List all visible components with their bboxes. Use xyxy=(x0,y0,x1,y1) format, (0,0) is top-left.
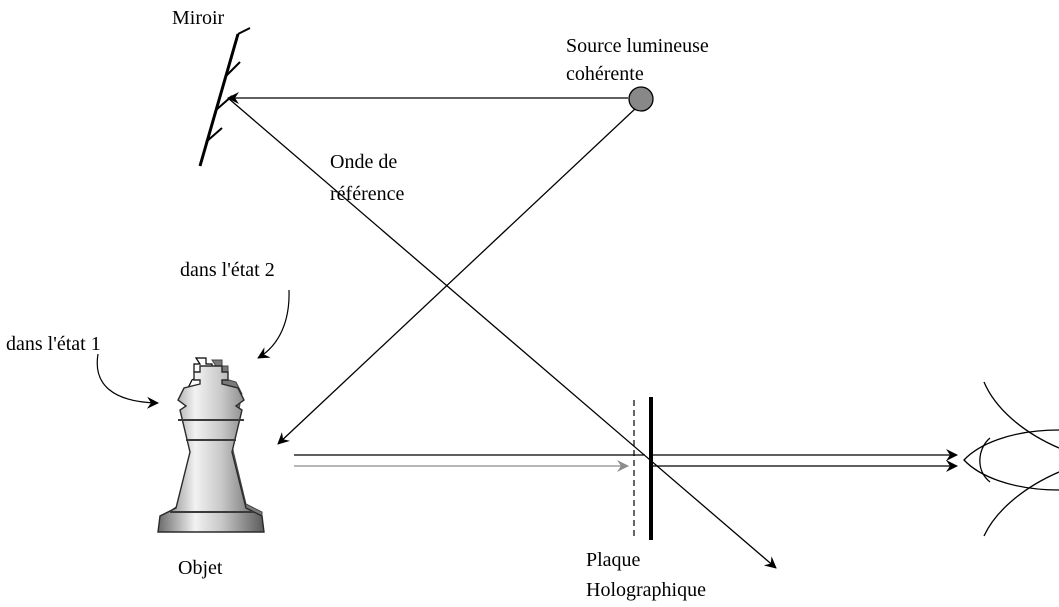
reference-wave-beam xyxy=(227,97,777,569)
object-label: Objet xyxy=(178,557,223,579)
source-label-line1: Source lumineuse xyxy=(566,35,709,57)
light-source-icon xyxy=(628,86,654,112)
state1-label: dans l'état 1 xyxy=(6,333,101,355)
reference-wave-label-line2: référence xyxy=(330,183,405,205)
source-label-line2: cohérente xyxy=(566,63,644,85)
state1-callout xyxy=(96,353,159,409)
state2-label: dans l'état 2 xyxy=(180,259,275,281)
eye-icon xyxy=(963,381,1059,537)
chess-king-icon xyxy=(157,357,265,533)
mirror-label: Miroir xyxy=(172,7,225,29)
beam-source-to-object xyxy=(277,107,637,445)
plate-label-line2: Holographique xyxy=(586,579,706,601)
reference-wave-label-line1: Onde de xyxy=(330,151,398,173)
state2-callout xyxy=(257,289,290,359)
plate-label-line1: Plaque xyxy=(586,549,641,571)
chess-king-body xyxy=(157,365,265,533)
mirror-icon xyxy=(198,27,251,167)
